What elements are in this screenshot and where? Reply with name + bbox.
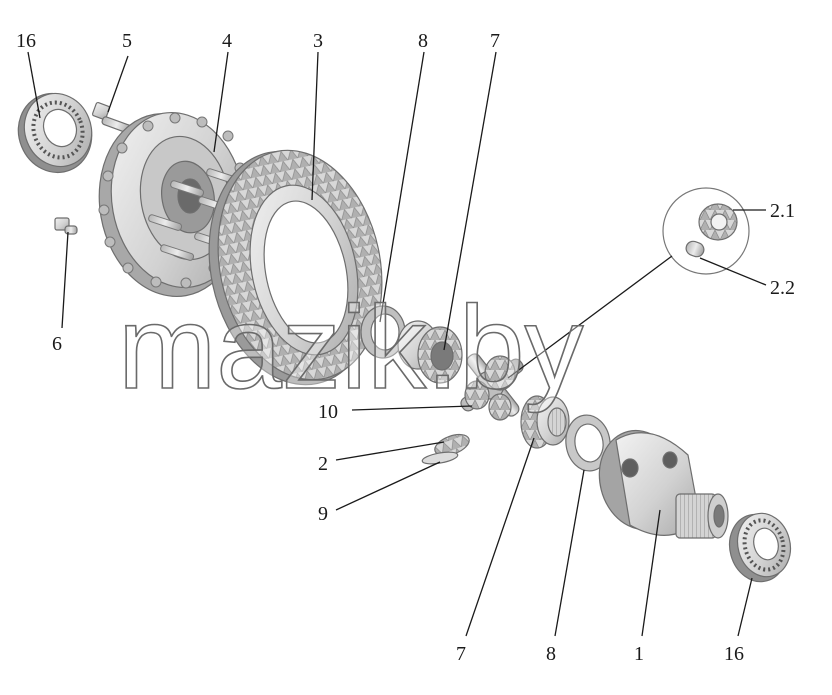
bearing-16-bottom [728,512,792,583]
callout-4: 4 [222,30,232,52]
washer-9 [421,451,459,465]
thrust-washer-8-bottom [565,414,611,472]
bearing-16-top [17,92,93,174]
bolt-6 [54,217,78,235]
bolt-5 [91,101,132,134]
side-gear-7-bottom [520,395,570,449]
callout-2-2: 2.2 [770,277,795,299]
callout-7-bottom: 7 [456,643,466,665]
detail-inset-circle [662,187,750,275]
callout-8-bottom: 8 [546,643,556,665]
callout-2-1: 2.1 [770,200,795,222]
callout-labels: 16 5 4 3 8 7 2.1 2.2 6 10 2 9 7 8 1 16 [16,30,795,665]
ring-gear-3 [208,149,383,386]
callout-16-top: 16 [16,30,36,52]
callout-1: 1 [634,643,644,665]
callout-6: 6 [52,333,62,355]
side-gear-7-top [397,320,463,384]
callout-8-top: 8 [418,30,428,52]
watermark: mazik.by [118,282,584,414]
case-half-1 [598,429,729,539]
spider-10 [460,353,524,421]
thrust-washer-8-top [360,305,406,359]
callout-16-bottom: 16 [724,643,744,665]
callout-5: 5 [122,30,132,52]
callout-3: 3 [313,30,323,52]
callout-7-top: 7 [490,30,500,52]
callout-2: 2 [318,453,328,475]
callout-9: 9 [318,503,328,525]
callout-10: 10 [318,401,338,423]
leader-lines [27,51,767,637]
